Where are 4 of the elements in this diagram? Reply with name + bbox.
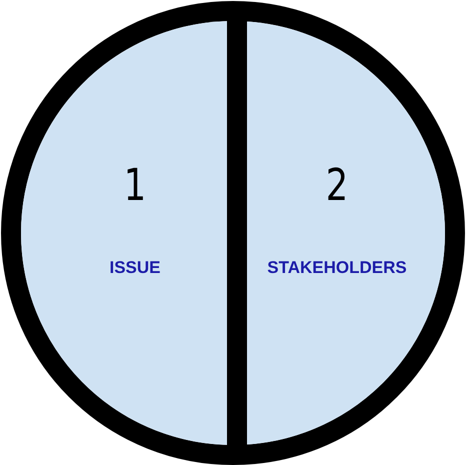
step-label: STAKEHOLDERS — [266, 258, 408, 278]
step-number: 1 — [122, 160, 148, 211]
step-number: 2 — [324, 160, 350, 211]
step-label: ISSUE — [108, 258, 162, 278]
